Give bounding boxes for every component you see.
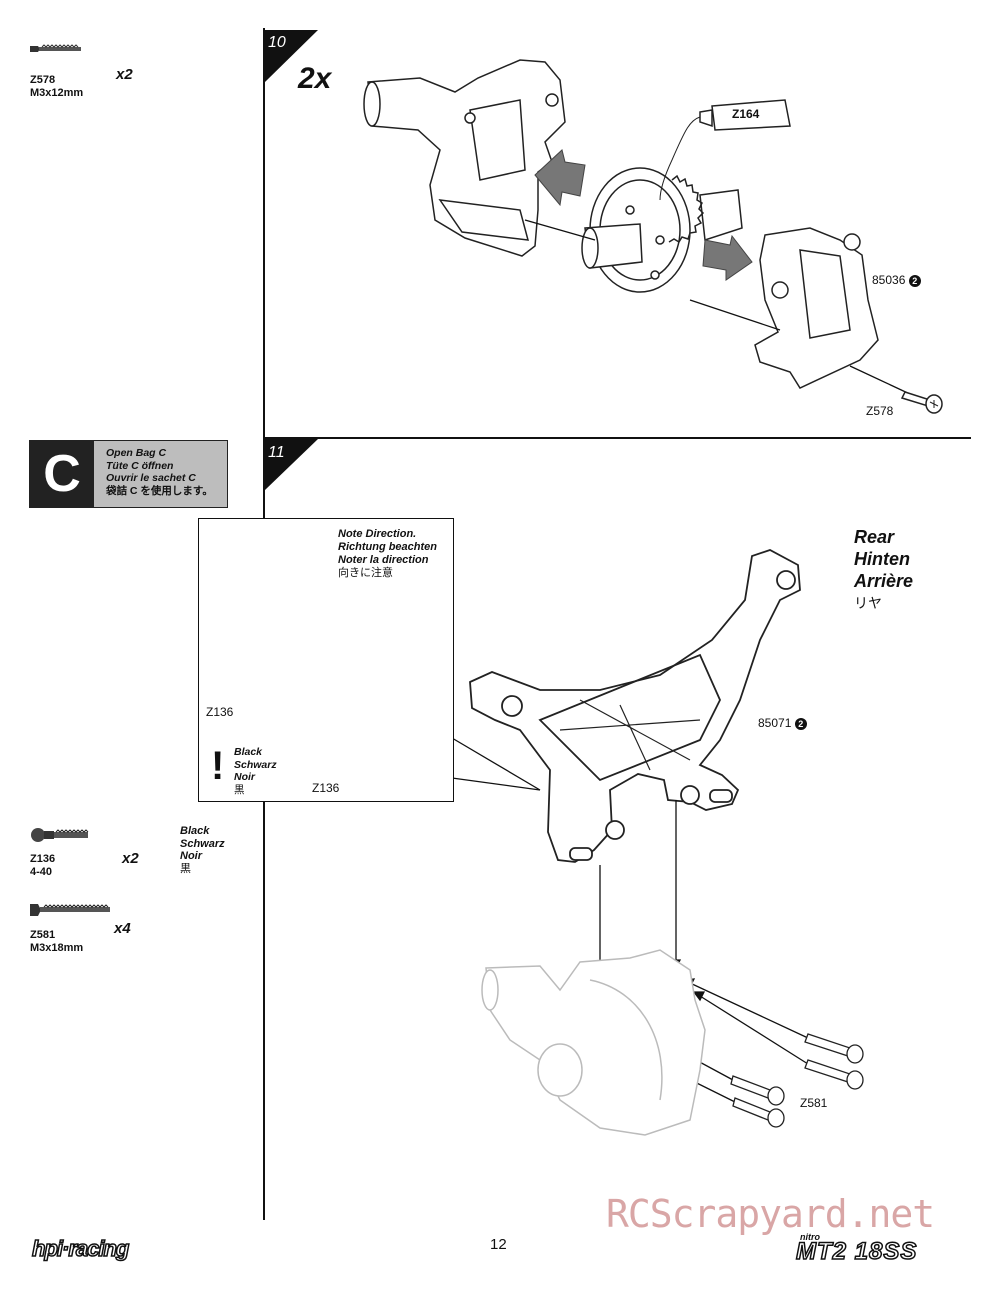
note-de: Richtung beachten	[338, 541, 438, 553]
model-logo: MT2 18SS	[795, 1237, 918, 1266]
ball-stud-z136-icon	[31, 828, 89, 842]
screw-z581-icon	[30, 904, 110, 916]
z578-size: M3x12mm	[30, 87, 84, 99]
step10-multiplier: 2x	[298, 62, 332, 95]
z581-qty: x4	[114, 920, 131, 937]
bag-line-jp: 袋詰 C を使用します。	[106, 484, 213, 497]
bag-line-de: Tüte C öffnen	[106, 459, 174, 472]
step11-number: 11	[268, 444, 285, 461]
z581-screws-drawing	[730, 1033, 864, 1128]
page-number: 12	[490, 1236, 507, 1253]
case-part-number: 85036	[872, 273, 906, 287]
z136-qty: x2	[122, 850, 139, 867]
z581-code: Z581	[30, 929, 56, 941]
rear-en: Rear	[854, 527, 895, 547]
shock-tower-large	[469, 549, 801, 863]
note-color-de: Schwarz	[234, 758, 277, 771]
rear-fr: Arrière	[854, 571, 914, 591]
watermark: RCScrapyard.net	[606, 1192, 935, 1236]
note-color: Black Schwarz Noir 黒	[234, 746, 277, 796]
note-color-jp: 黒	[234, 783, 245, 796]
color-en: Black	[180, 825, 210, 837]
grease-label: Z164	[732, 107, 760, 121]
rear-jp: リヤ	[854, 595, 882, 611]
note-title: Note Direction.	[338, 528, 417, 540]
note-text: Note Direction. Richtung beachten Noter …	[338, 528, 437, 580]
rear-label: Rear Hinten Arrière リヤ	[854, 526, 913, 614]
z136-size: 4-40	[30, 866, 53, 878]
note-direction-box	[198, 518, 454, 802]
rear-de: Hinten	[854, 549, 910, 569]
step-divider	[263, 437, 971, 439]
note-z136-label-a: Z136	[206, 705, 234, 719]
z136-color: Black Schwarz Noir 黒	[180, 825, 225, 875]
note-color-fr: Noir	[234, 771, 255, 783]
z578-code: Z578	[30, 74, 56, 86]
diff-housing-faded	[481, 949, 706, 1136]
sprue-badge: 2	[794, 718, 807, 730]
z136-code: Z136	[30, 853, 56, 865]
note-color-en: Black	[234, 746, 263, 758]
note-z136-label-b: Z136	[312, 781, 340, 795]
diff-housing-left	[363, 59, 566, 257]
z581-drawing-label: Z581	[800, 1096, 828, 1110]
note-callout-lines	[451, 737, 541, 791]
nitro-logo-text: nitro	[800, 1232, 820, 1242]
assembly-arrows	[534, 149, 753, 281]
sprue-badge: 2	[908, 275, 921, 287]
color-fr: Noir	[180, 850, 202, 862]
shock-tower-part-label: 85071 2	[758, 716, 807, 730]
screw-z578-drawing-icon	[900, 391, 943, 414]
note-fr: Noter la direction	[338, 554, 429, 566]
note-jp: 向きに注意	[338, 567, 393, 579]
diff-housing-right	[754, 227, 879, 389]
bag-line-fr: Ouvrir le sachet C	[106, 472, 196, 484]
color-jp: 黒	[180, 862, 191, 875]
hpi-racing-logo: hpi·racing	[31, 1235, 130, 1262]
case-part-label: 85036 2	[872, 273, 921, 287]
guide-lines-step10	[524, 219, 913, 396]
warning-icon: !	[211, 744, 225, 788]
step11-tab	[265, 439, 318, 490]
bag-instructions: Open Bag C Tüte C öffnen Ouvrir le sache…	[106, 447, 213, 497]
z578-drawing-label: Z578	[866, 404, 894, 418]
gear-differential	[581, 167, 743, 293]
bag-c-label: C Open Bag C Tüte C öffnen Ouvrir le sac…	[29, 440, 228, 508]
color-de: Schwarz	[180, 837, 225, 850]
step10-tab	[265, 30, 318, 82]
screw-z578-icon	[30, 44, 81, 52]
grease-tube-icon	[659, 99, 791, 201]
z578-qty: x2	[116, 66, 133, 83]
bag-letter: C	[30, 441, 94, 507]
z581-size: M3x18mm	[30, 942, 84, 954]
step10-number: 10	[268, 34, 286, 51]
shock-tower-part-number: 85071	[758, 716, 792, 730]
bag-line-en: Open Bag C	[106, 447, 167, 459]
